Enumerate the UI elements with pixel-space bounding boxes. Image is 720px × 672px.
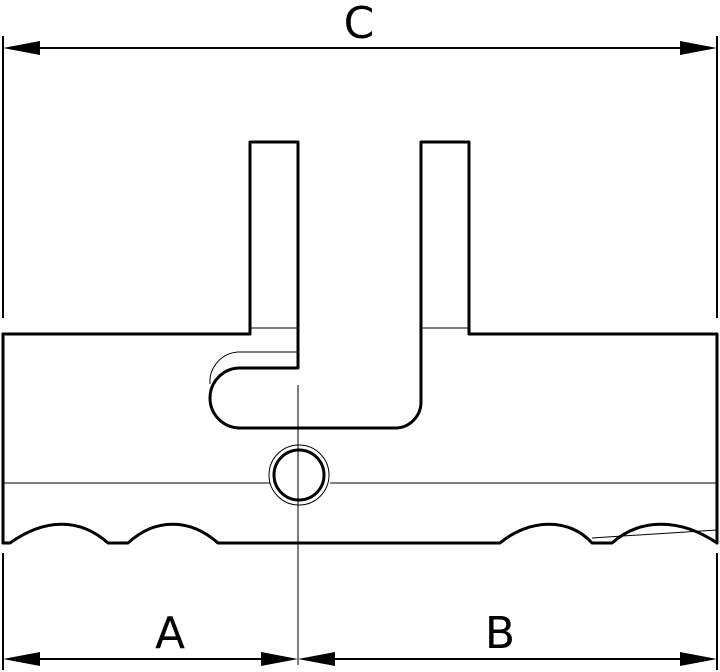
- screw-hole-outer: [268, 444, 330, 506]
- cam-recess-inner: [209, 351, 298, 385]
- arrowhead-a-left: [3, 652, 40, 666]
- bottom-profile-wavy: [1, 522, 719, 545]
- body-outline: [1, 140, 719, 545]
- arrowhead-a-right: [261, 652, 298, 666]
- arrowhead-b-right: [680, 652, 717, 666]
- dimension-label-c: C: [344, 0, 375, 49]
- arrowhead-c-right: [680, 41, 717, 55]
- dimension-c: C: [2, 0, 718, 318]
- dimension-a-b: A B: [2, 553, 718, 670]
- cylinder-body: [1, 140, 719, 545]
- dimension-label-b: B: [485, 608, 515, 659]
- arrowhead-c-left: [3, 41, 40, 55]
- arrowhead-b-left: [298, 652, 335, 666]
- screw-hole-inner: [272, 448, 326, 502]
- bottom-profile-right-accent: [591, 529, 718, 539]
- dimension-label-a: A: [155, 608, 185, 659]
